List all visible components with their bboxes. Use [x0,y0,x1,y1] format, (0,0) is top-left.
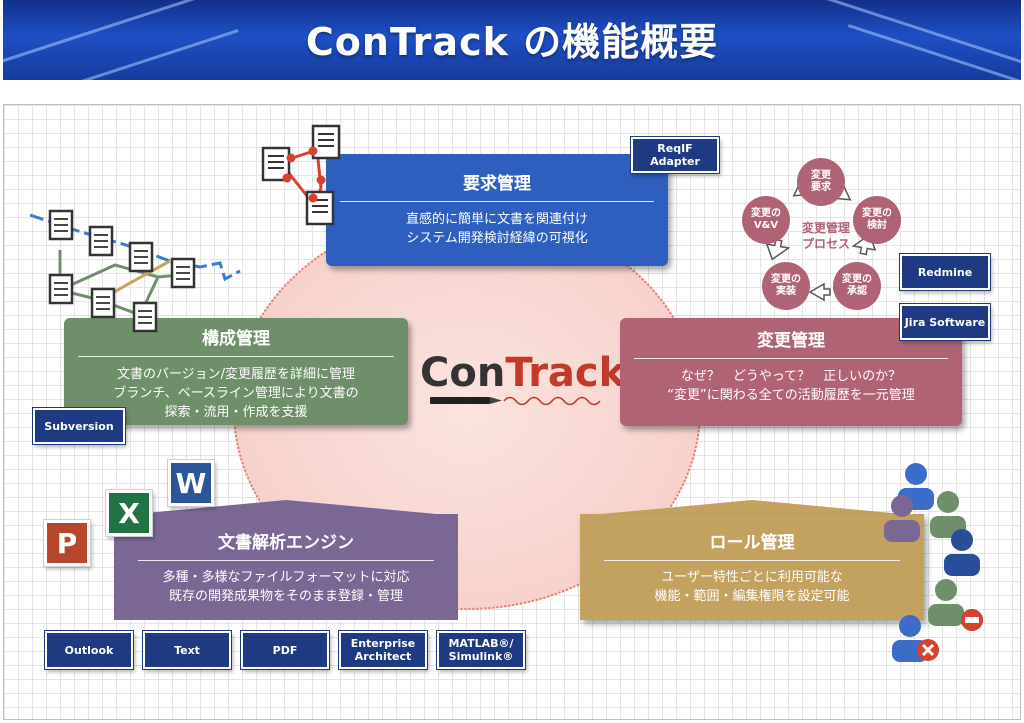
tag-redmine: Redmine [899,253,991,291]
change-line: “変更”に関わる全ての活動履歴を一元管理 [667,388,915,403]
doc-analysis-line: 既存の開発成果物をそのまま登録・管理 [168,589,403,604]
word-icon: W [167,459,215,507]
divider [604,560,900,561]
users-roles-icon [884,463,983,662]
process-step-implementation: 変更の 実装 [762,262,810,310]
excel-icon: X [105,489,153,537]
format-tag-pdf: PDF [240,630,330,670]
format-tag-enterprise-architect: Enterprise Architect [338,630,428,670]
requirements-line: システム開発検討経緯の可視化 [406,231,588,246]
requirements-title: 要求管理 [463,174,531,194]
doc-analysis-line: 多種・多様なファイルフォーマットに対応 [162,570,410,585]
format-tag-outlook: Outlook [44,630,134,670]
process-center-label: 変更管理 プロセス [801,221,850,251]
linked-documents-icon [261,124,341,226]
format-tag-text: Text [142,630,232,670]
role-line: 機能・範囲・編集権限を設定可能 [654,589,850,604]
requirements-box: 要求管理 直感的に簡単に文書を関連付け システム開発検討経緯の可視化 [326,154,668,266]
format-tag-matlab-simulink: MATLAB®/ Simulink® [436,630,526,670]
powerpoint-icon: P [43,519,91,567]
doc-analysis-roof [114,500,458,516]
configuration-line: 文書のバージョン/変更履歴を詳細に管理 [116,367,356,382]
role-box: ロール管理 ユーザー特性ごとに利用可能な 機能・範囲・編集権限を設定可能 [580,514,924,620]
doc-analysis-title: 文書解析エンジン [218,533,354,553]
process-step-change-request: 変更 要求 [797,158,845,206]
header-banner: ConTrack の機能概要 [3,0,1021,80]
page-title: ConTrack の機能概要 [305,20,719,64]
tag-jira-software: Jira Software [899,303,991,341]
role-line: ユーザー特性ごとに利用可能な [661,570,843,585]
logo-con: Con [420,350,506,396]
process-step-approval: 変更の 承認 [833,262,881,310]
pen-underline-icon [430,396,601,406]
change-title: 変更管理 [757,331,825,351]
process-step-vv: 変更の V&V [742,196,790,244]
configuration-line: 探索・流用・作成を支援 [164,405,308,420]
configuration-title: 構成管理 [202,329,270,349]
change-line: なぜ？ どうやって？ 正しいのか？ [680,369,902,384]
doc-analysis-box: 文書解析エンジン 多種・多様なファイルフォーマットに対応 既存の開発成果物をその… [114,514,458,620]
version-branch-icon [30,209,241,333]
configuration-line: ブランチ、ベースライン管理により文書の [113,386,359,401]
divider [340,201,654,202]
divider [138,560,434,561]
divider [634,358,948,359]
role-roof [580,500,924,516]
tag-subversion: Subversion [32,407,126,445]
process-step-review: 変更の 検討 [853,196,901,244]
contrack-logo: ConTrack [420,350,625,396]
tag-reqif-adapter: ReqIF Adapter [630,136,720,174]
configuration-box: 構成管理 文書のバージョン/変更履歴を詳細に管理 ブランチ、ベースライン管理によ… [64,318,408,425]
divider [78,356,394,357]
requirements-line: 直感的に簡単に文書を関連付け [405,212,588,227]
role-title: ロール管理 [709,533,795,553]
logo-track: Track [505,350,626,396]
